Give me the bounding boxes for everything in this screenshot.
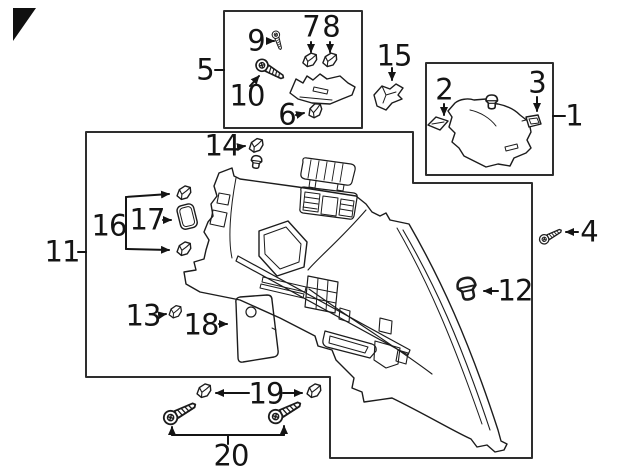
callout-13[interactable]: 13 — [125, 298, 162, 333]
callout-17[interactable]: 17 — [129, 202, 166, 237]
callout-16[interactable]: 16 — [91, 208, 128, 243]
callout-4[interactable]: 4 — [580, 214, 598, 249]
callout-1[interactable]: 1 — [565, 98, 583, 133]
callout-7[interactable]: 7 — [302, 9, 320, 44]
callout-leader-lines — [77, 37, 579, 445]
pillar-bracket-part-drawing — [289, 73, 356, 105]
callout-2[interactable]: 2 — [435, 72, 453, 107]
callout-11[interactable]: 11 — [44, 234, 81, 269]
clip-icon — [521, 114, 542, 128]
callout-20[interactable]: 20 — [213, 438, 250, 471]
clip-bracket-drawing — [373, 83, 404, 111]
callout-8[interactable]: 8 — [322, 9, 340, 44]
callout-3[interactable]: 3 — [528, 65, 546, 100]
group-box-5 — [223, 10, 363, 129]
screw-icon — [160, 397, 200, 428]
callout-14[interactable]: 14 — [204, 128, 241, 163]
access-cover-drawing — [235, 294, 279, 363]
callout-12[interactable]: 12 — [497, 273, 534, 308]
clip-icon — [305, 382, 323, 399]
callout-9[interactable]: 9 — [247, 23, 265, 58]
corner-trim-part-drawing — [447, 94, 532, 168]
clip-icon — [427, 116, 449, 131]
callout-5[interactable]: 5 — [196, 52, 214, 87]
cover-cap-icon — [176, 203, 198, 230]
callout-18[interactable]: 18 — [183, 307, 220, 342]
screw-icon — [537, 225, 565, 247]
callout-6[interactable]: 6 — [278, 97, 296, 132]
callout-10[interactable]: 10 — [229, 78, 266, 113]
quarter-trim-panel-drawing — [183, 154, 508, 453]
callout-15[interactable]: 15 — [376, 38, 413, 73]
callout-19[interactable]: 19 — [248, 376, 285, 411]
clip-icon — [195, 382, 213, 399]
